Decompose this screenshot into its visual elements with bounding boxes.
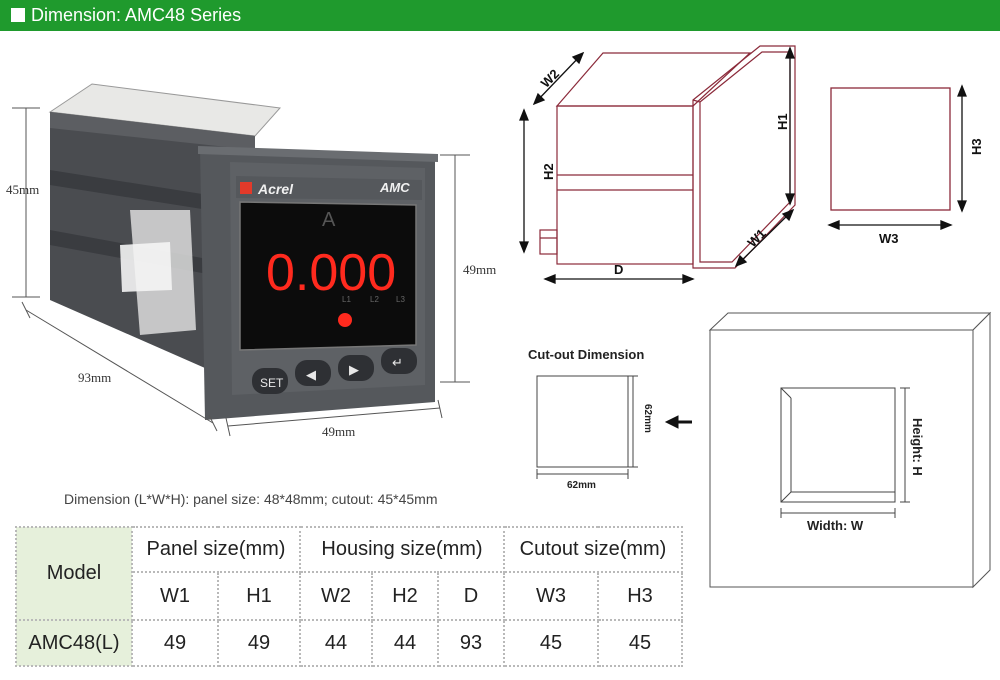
unit-letter: A: [322, 209, 336, 231]
cutout-width-label: 62mm: [567, 480, 596, 491]
panel-width-label: Width: W: [807, 518, 864, 533]
enter-button-label: ↵: [392, 355, 403, 370]
sub-header-h1: H1: [217, 571, 301, 621]
row-h1: 49: [217, 619, 301, 667]
d-label: D: [614, 262, 623, 277]
panel-height-label: Height: H: [910, 418, 925, 476]
dim-depth-left-label: 45mm: [6, 182, 39, 197]
row-h2: 44: [371, 619, 439, 667]
sub-header-d: D: [437, 571, 505, 621]
housing-iso-drawing: W2 H2 H1 D W1: [519, 45, 796, 284]
sub-header-w2: W2: [299, 571, 373, 621]
dimension-caption: Dimension (L*W*H): panel size: 48*48mm; …: [64, 491, 438, 507]
spec-table: Model Panel size(mm) Housing size(mm) Cu…: [15, 526, 683, 667]
panel-drawing: Height: H Width: W: [708, 311, 992, 589]
row-w2: 44: [299, 619, 373, 667]
dim-height-label: 49mm: [463, 262, 496, 277]
h3-label: H3: [969, 138, 984, 155]
arrow-left-icon: [664, 415, 692, 429]
led-label-3: L3: [396, 295, 405, 304]
h1-label: H1: [775, 113, 790, 130]
set-button-label: SET: [260, 376, 284, 390]
led-label-2: L2: [370, 295, 379, 304]
led-label-1: L1: [342, 295, 351, 304]
row-model: AMC48(L): [15, 619, 133, 667]
sub-header-h3: H3: [597, 571, 683, 621]
right-button-label: ▶: [349, 362, 359, 377]
w2-label: W2: [538, 66, 562, 90]
red-led-icon: [338, 313, 352, 327]
group-header-cutout: Cutout size(mm): [503, 526, 683, 573]
table-row: AMC48(L) 49 49 44 44 93 45 45: [15, 619, 683, 667]
group-header-housing: Housing size(mm): [299, 526, 505, 573]
model-label: AMC: [379, 180, 410, 195]
sub-header-h2: H2: [371, 571, 439, 621]
group-unit-panel: (mm): [238, 538, 286, 560]
h2-label: H2: [541, 163, 556, 180]
front-square-drawing: H3 W3: [827, 84, 984, 246]
group-name-cutout: Cutout size: [519, 538, 620, 560]
w3-label: W3: [879, 231, 899, 246]
sub-header-w1: W1: [131, 571, 219, 621]
cutout-drawing: Cut-out Dimension 62mm 62mm: [528, 347, 692, 491]
group-name-panel: Panel size: [146, 538, 239, 560]
left-button-label: ◀: [306, 367, 316, 382]
group-unit-cutout: (mm): [619, 538, 667, 560]
header-bar: Dimension: AMC48 Series: [0, 0, 1000, 31]
group-name-housing: Housing size: [321, 538, 436, 560]
row-h3: 45: [597, 619, 683, 667]
w1-label: W1: [744, 226, 768, 250]
brand-label: Acrel: [257, 181, 294, 197]
model-header: Model: [15, 526, 133, 621]
group-unit-housing: (mm): [435, 538, 483, 560]
meter-photo: 45mm Acrel AMC A 0.000 L1 L2 L3 SET ◀ ▶ …: [6, 83, 496, 439]
square-bullet-icon: [11, 8, 25, 22]
group-header-panel: Panel size(mm): [131, 526, 301, 573]
page-title: Dimension: AMC48 Series: [31, 5, 242, 25]
cutout-height-label: 62mm: [642, 404, 653, 433]
cutout-title: Cut-out Dimension: [528, 347, 644, 362]
dim-width-label: 49mm: [322, 424, 355, 439]
dim-length-label: 93mm: [78, 370, 111, 385]
sub-header-w3: W3: [503, 571, 599, 621]
row-w1: 49: [131, 619, 219, 667]
display-value: 0.000: [266, 244, 396, 302]
row-d: 93: [437, 619, 505, 667]
row-w3: 45: [503, 619, 599, 667]
